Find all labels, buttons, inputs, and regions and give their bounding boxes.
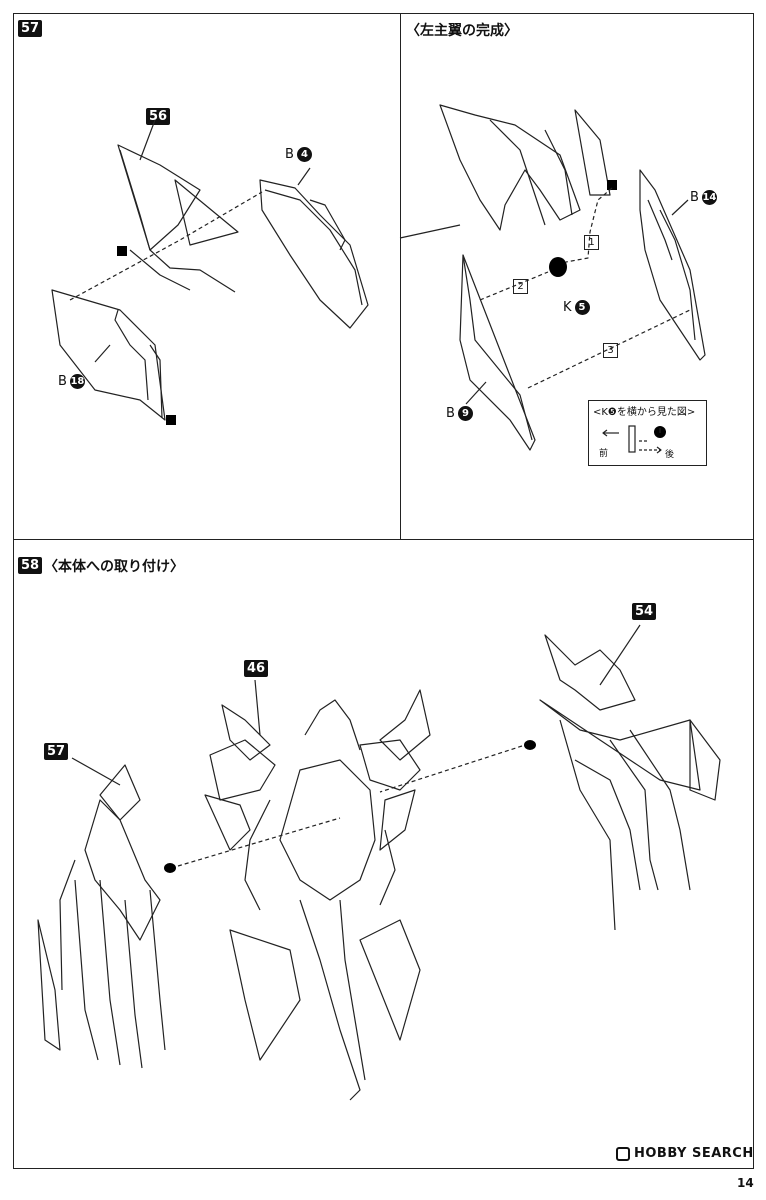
part-label-b4: B 4 (285, 147, 312, 162)
part-b18-drawing (51, 289, 176, 425)
assembly-dashed-line (379, 745, 523, 793)
part-number: 18 (69, 374, 85, 389)
part-57-drawing (37, 757, 176, 1069)
watermark: HOBBY SEARCH (616, 1146, 754, 1161)
step-number-badge: 58 (18, 557, 43, 574)
inset-title: <K❺を横から見た図> (593, 407, 696, 418)
page-number: 14 (737, 1176, 754, 1190)
runner-letter: B (285, 147, 294, 162)
assembly-dashed-line (69, 191, 263, 301)
part-ref-badge: 56 (146, 108, 171, 125)
side-view-inset: <K❺を横から見た図> 前 後 (588, 400, 707, 466)
hobby-search-logo-icon (616, 1146, 630, 1161)
part-b9-drawing (459, 254, 536, 451)
section-title: 〈本体への取り付け〉 (44, 559, 184, 575)
part-label-b14: B 14 (690, 190, 717, 205)
part-ref-badge: 57 (44, 743, 69, 760)
runner-letter: B (446, 406, 455, 421)
part-number: 14 (701, 190, 717, 205)
assembly-dashed-line (565, 187, 613, 263)
part-number: 5 (574, 300, 590, 315)
inset-back-label: 後 (665, 450, 675, 460)
assembly-dashed-line (527, 309, 691, 389)
assembly-dashed-line (479, 271, 549, 301)
part-ref-badge: 46 (244, 660, 269, 677)
part-ref-badge: 54 (632, 603, 657, 620)
part-label-b18: B 18 (58, 374, 85, 389)
part-label-b9: B 9 (446, 406, 473, 421)
part-54-drawing (524, 624, 721, 931)
part-label-k5: K 5 (563, 300, 590, 315)
step-marker-1: 1 (584, 235, 599, 250)
part-number: 4 (296, 147, 312, 162)
step-58-frame (13, 539, 754, 1169)
runner-letter: B (58, 374, 67, 389)
inset-drawing (602, 425, 666, 454)
leader-line (399, 224, 461, 239)
part-46-drawing (204, 679, 431, 1101)
part-b4-drawing (259, 167, 369, 329)
runner-letter: B (690, 190, 699, 205)
watermark-text: HOBBY SEARCH (634, 1146, 754, 1161)
wing-top-drawing (439, 104, 617, 231)
part-b14-drawing (639, 169, 706, 361)
section-title: 〈左主翼の完成〉 (406, 23, 518, 39)
inset-front-label: 前 (599, 449, 609, 459)
runner-letter: K (563, 300, 572, 315)
part-k5-drawing (549, 257, 567, 277)
part-56-drawing (117, 119, 239, 293)
step-number-badge: 57 (18, 20, 43, 37)
part-number: 9 (457, 406, 473, 421)
step-marker-3: 3 (603, 343, 618, 358)
assembly-dashed-line (177, 817, 341, 867)
